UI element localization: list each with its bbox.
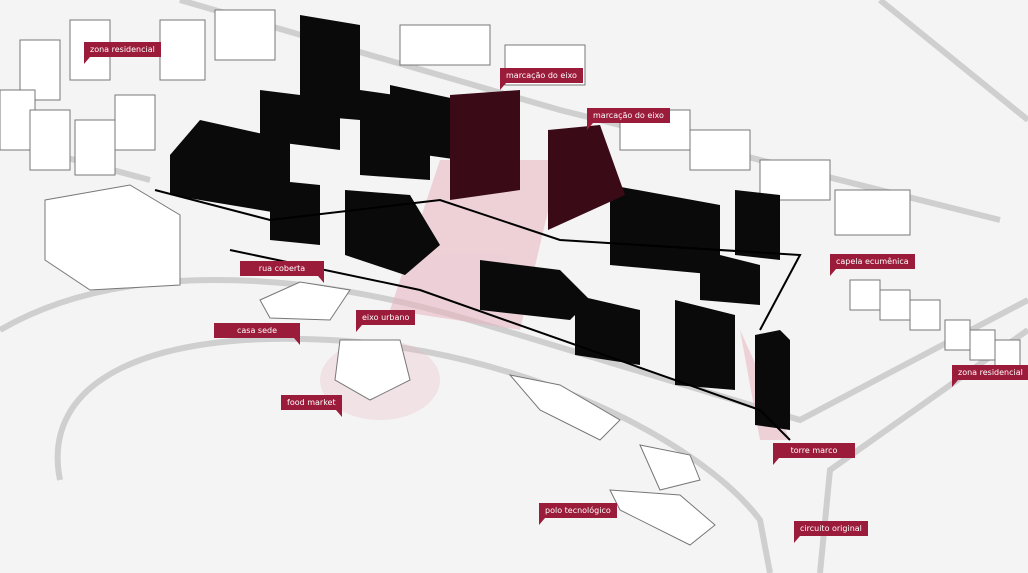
label-polo-tecnologico: polo tecnológico bbox=[539, 503, 617, 525]
label-zona-residencial-2: zona residencial bbox=[952, 365, 1028, 387]
label-rua-coberta: rua coberta bbox=[240, 261, 324, 283]
label-circuito-original: circuito original bbox=[794, 521, 868, 543]
label-eixo-urbano: eixo urbano bbox=[356, 310, 416, 332]
label-food-market: food market bbox=[281, 395, 342, 417]
label-marcacao-do-eixo: marcação do eixo bbox=[500, 68, 583, 90]
label-capela-ecumenica: capela ecumênica bbox=[830, 254, 915, 276]
label-torre-marco: torre marco bbox=[773, 443, 855, 465]
site-outline bbox=[154, 189, 802, 441]
proposed-buildings bbox=[170, 15, 790, 430]
label-marcacao-do-eixo-2: marcação do eixo bbox=[587, 108, 670, 130]
context-buildings bbox=[0, 9, 1021, 546]
label-zona-residencial: zona residencial bbox=[84, 42, 161, 64]
label-casa-sede: casa sede bbox=[214, 323, 300, 345]
